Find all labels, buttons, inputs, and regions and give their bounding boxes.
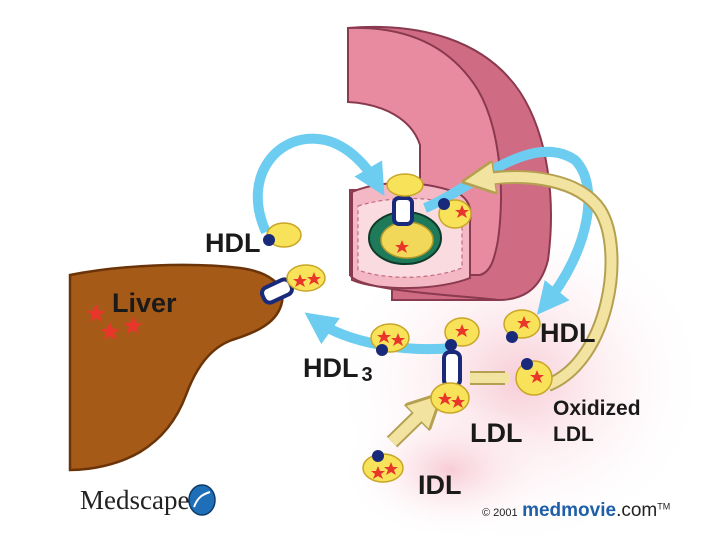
liver-star — [123, 316, 143, 334]
liver-stars — [86, 304, 143, 340]
copyright-credit: © 2001 medmovie.comTM — [482, 500, 670, 522]
arrow-hdl-to-artery — [252, 133, 385, 235]
label-hdl3-sub: 3 — [361, 364, 373, 386]
trademark-mark: TM — [657, 501, 671, 512]
particle-idl — [362, 450, 404, 483]
arrow-idl-to-ldl-fill — [388, 401, 434, 446]
label-hdl-top: HDL — [205, 228, 261, 258]
medmovie-suffix: .com — [616, 500, 658, 521]
particle-artery-top — [386, 173, 424, 197]
label-idl: IDL — [418, 470, 462, 500]
label-liver: Liver — [112, 288, 177, 318]
artery-receptor — [392, 196, 414, 226]
particle-ldl — [430, 382, 470, 414]
foam-cell-core — [380, 221, 434, 259]
label-hdl3-main: HDL — [303, 353, 359, 383]
label-oxidized-ldl: LDL — [553, 423, 594, 446]
particle-hdl3 — [370, 323, 410, 356]
particle-hdl-right — [503, 309, 541, 343]
label-ldl: LDL — [470, 418, 523, 448]
medmovie-brand: medmovie — [522, 500, 617, 521]
copyright-year: © 2001 — [482, 507, 518, 519]
liver-shape — [68, 263, 284, 472]
artery-bottom-edge — [349, 274, 499, 301]
medscape-logo-text: Medscape — [80, 485, 190, 515]
particle-oxidized-ldl — [515, 358, 553, 396]
particle-ldl-top — [444, 317, 480, 351]
liver-star — [100, 322, 120, 340]
particle-hdl-top — [263, 222, 302, 248]
label-hdl-right: HDL — [540, 318, 596, 348]
particle-artery-right — [438, 198, 472, 229]
ldl-receptor — [442, 350, 462, 388]
medscape-logo-icon — [188, 484, 216, 516]
label-oxidized: Oxidized — [553, 397, 641, 420]
liver-star — [86, 304, 106, 322]
plaque-star — [395, 240, 409, 253]
particle-hdl-liver — [286, 264, 326, 292]
arrow-oxidized-to-artery-fill — [481, 172, 617, 390]
